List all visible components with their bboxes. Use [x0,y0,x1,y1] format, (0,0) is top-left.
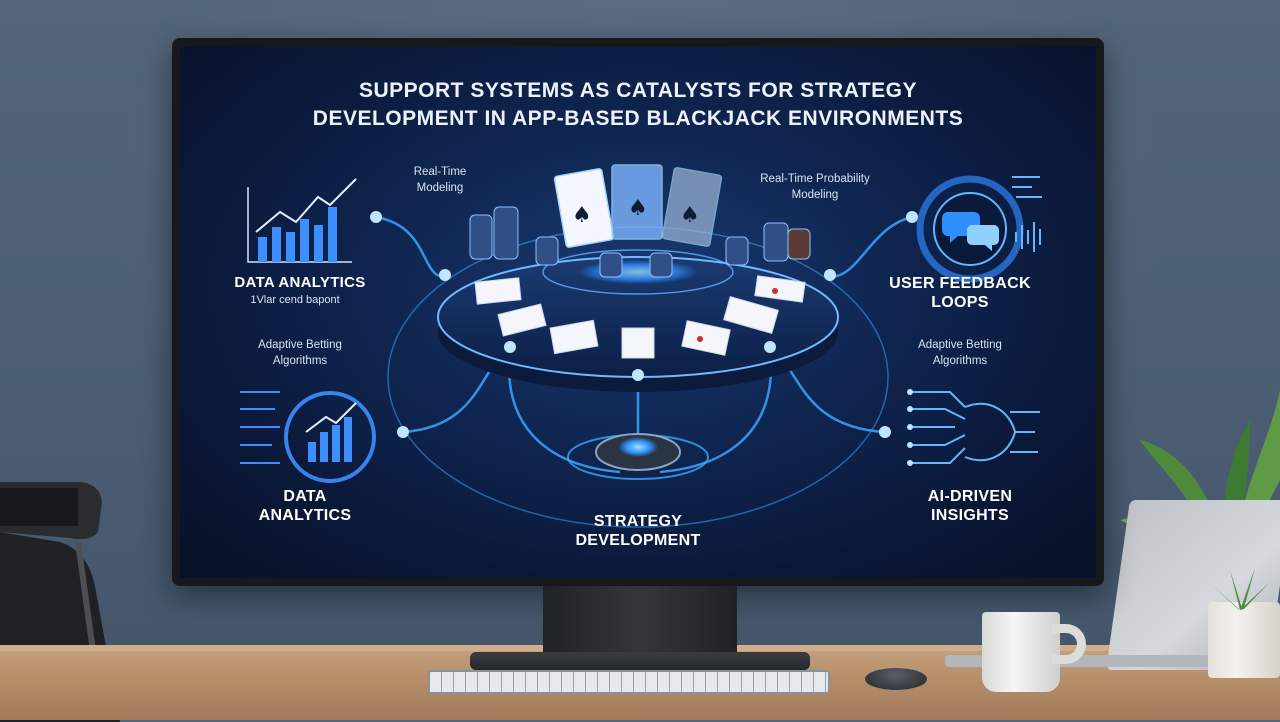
diagram-graphics: ♠ ♠ ♠ [240,164,1042,528]
succulent-icon [1212,568,1270,610]
svg-text:♠: ♠ [628,196,648,221]
keyboard [428,670,830,694]
heading-strategy-development: STRATEGY DEVELOPMENT [575,513,701,549]
heading-user-feedback: USER FEEDBACK LOOPS [889,275,1031,311]
computer-mouse [865,668,927,690]
monitor-stand [543,586,737,656]
label-real-time-probability: Real-Time Probability Modeling [760,173,870,201]
coffee-cup-handle [1052,624,1086,664]
label-real-time-modeling: Real-Time Modeling [413,166,467,194]
svg-text:♠: ♠ [572,203,592,228]
label-adaptive-betting-left: Adaptive Betting Algorithms [258,339,342,367]
heading-data-analytics-bottom: DATA ANALYTICS [258,488,352,524]
svg-text:♠: ♠ [680,203,700,228]
label-adaptive-betting-right: Adaptive Betting Algorithms [918,339,1002,367]
caption-data-analytics: 1Vlar cend bapont [250,294,340,306]
plant-pot [1208,602,1280,678]
slide-title-line-1: SUPPORT SYSTEMS AS CATALYSTS FOR STRATEG… [359,79,917,102]
heading-data-analytics-top: DATA ANALYTICS [234,274,366,291]
monitor-stand-base [470,652,810,670]
monitor-screen: SUPPORT SYSTEMS AS CATALYSTS FOR STRATEG… [180,47,1096,578]
coffee-cup [982,612,1060,692]
heading-ai-driven-insights: AI-DRIVEN INSIGHTS [927,488,1013,524]
slide-title-line-2: DEVELOPMENT IN APP-BASED BLACKJACK ENVIR… [312,107,964,130]
